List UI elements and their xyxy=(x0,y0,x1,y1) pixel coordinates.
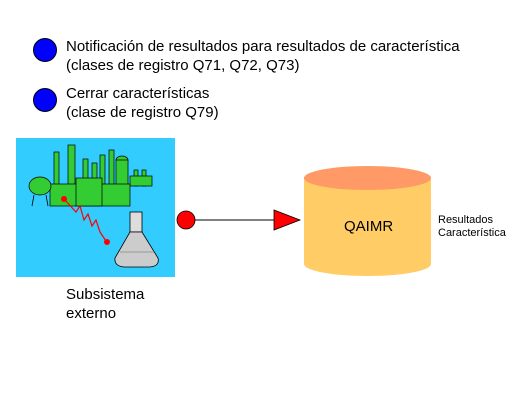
bullet-2-line-2: (clase de registro Q79) xyxy=(66,104,219,121)
flow-arrow xyxy=(176,209,302,231)
bullet-text-1: Notificación de resultados para resultad… xyxy=(66,37,460,75)
external-line-2: externo xyxy=(66,305,117,322)
bullet-text-2: Cerrar características (clase de registr… xyxy=(66,84,219,122)
bullet-dot-1 xyxy=(33,38,57,62)
external-subsystem-caption: Subsistema externo xyxy=(66,285,144,323)
qaimr-label: QAIMR xyxy=(344,218,394,235)
bullet-dot-2 xyxy=(33,88,57,112)
bullet-1-line-1: Notificación de resultados para resultad… xyxy=(66,38,460,55)
result-label: Resultados Característica xyxy=(438,214,506,240)
result-line-2: Característica xyxy=(438,227,506,239)
flask-icon xyxy=(114,211,159,268)
factory-icon xyxy=(28,144,153,207)
signal-icon xyxy=(61,196,110,245)
qaimr-database-icon xyxy=(304,166,431,276)
result-line-1: Resultados xyxy=(438,214,494,226)
external-line-1: Subsistema xyxy=(66,286,145,303)
bullet-2-line-1: Cerrar características xyxy=(66,85,210,102)
bullet-1-line-2: (clases de registro Q71, Q72, Q73) xyxy=(66,57,300,74)
